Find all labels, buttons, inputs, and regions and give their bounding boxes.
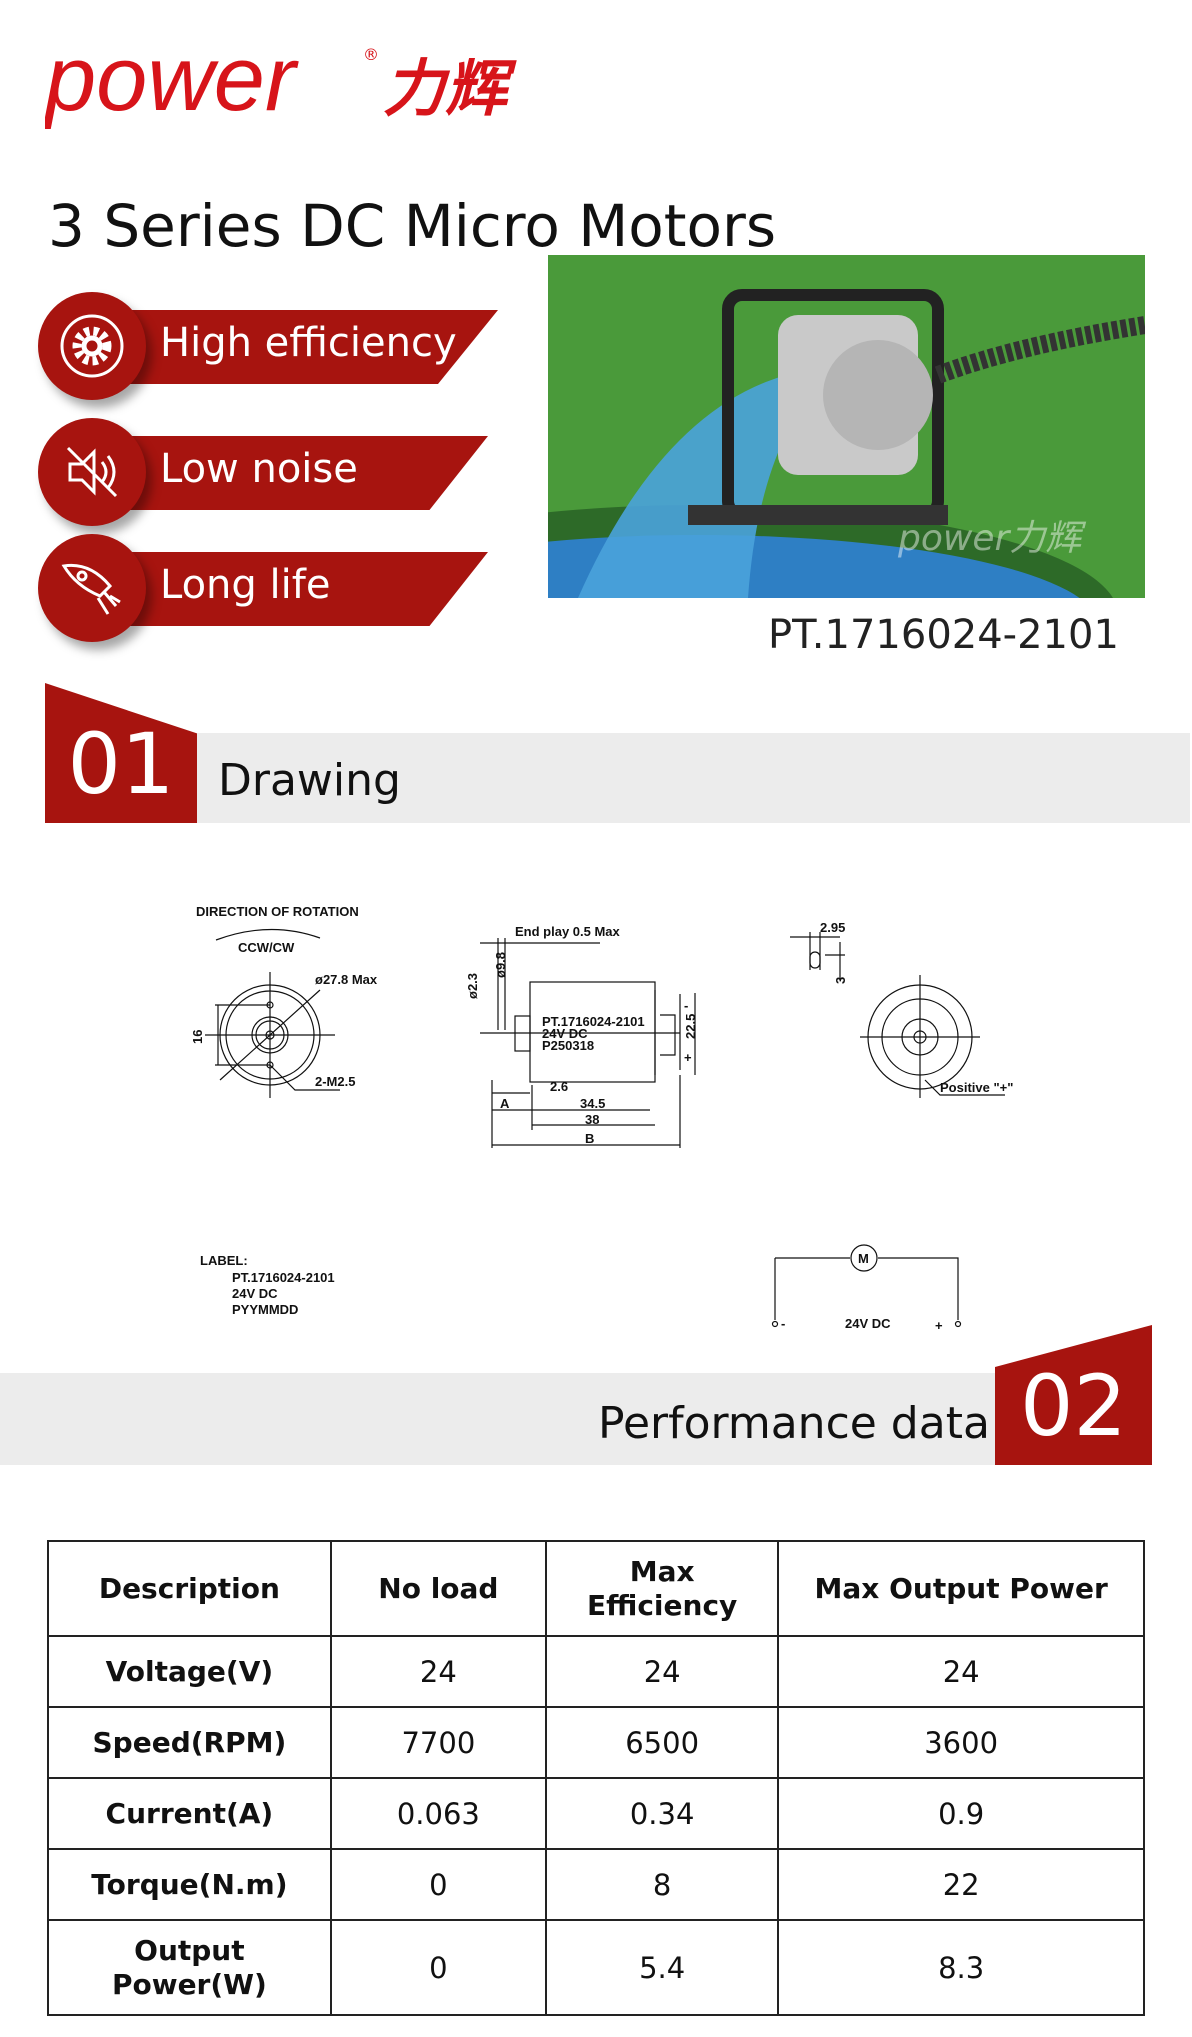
row-label: Current(A)	[47, 1777, 332, 1850]
label-spec: LABEL: PT.1716024-2101 24V DC PYYMMDD	[200, 1253, 335, 1317]
section-number: 01	[45, 683, 197, 823]
column-header: Description	[47, 1540, 332, 1637]
svg-text:2-M2.5: 2-M2.5	[315, 1074, 355, 1089]
brand-logo: power ® 力辉	[42, 28, 545, 148]
row-label: Voltage(V)	[47, 1635, 332, 1708]
svg-text:2.6: 2.6	[550, 1079, 568, 1094]
section-header-band	[197, 733, 1190, 823]
column-header: Max Efficiency	[544, 1540, 780, 1637]
table-cell: 24	[777, 1635, 1145, 1708]
table-cell: 8	[544, 1848, 780, 1921]
part-number: PT.1716024-2101	[768, 612, 1119, 658]
photo-watermark: power力辉	[897, 518, 1086, 559]
svg-text:-: -	[684, 998, 688, 1013]
svg-text:24V DC: 24V DC	[542, 1026, 588, 1041]
performance-table: Description No load Max Efficiency Max O…	[47, 1540, 1145, 2016]
svg-text:24V DC: 24V DC	[845, 1316, 891, 1331]
svg-text:ø9.8: ø9.8	[493, 952, 508, 978]
side-view: End play 0.5 Max ø2.3 ø9.8 PT.1716024-21…	[465, 924, 698, 1148]
svg-text:+: +	[684, 1050, 692, 1065]
svg-text:LABEL:: LABEL:	[200, 1253, 248, 1268]
svg-text:16: 16	[190, 1030, 205, 1044]
svg-text:24V DC: 24V DC	[232, 1286, 278, 1301]
table-cell: 0.9	[777, 1777, 1145, 1850]
row-label: Output Power(W)	[47, 1919, 332, 2016]
table-cell: 0.063	[329, 1777, 547, 1850]
svg-text:PT.1716024-2101: PT.1716024-2101	[542, 1014, 645, 1029]
svg-text:DIRECTION OF ROTATION: DIRECTION OF ROTATION	[196, 904, 359, 919]
svg-text:34.5: 34.5	[580, 1096, 605, 1111]
svg-text:PT.1716024-2101: PT.1716024-2101	[232, 1270, 335, 1285]
table-cell: 0.34	[544, 1777, 780, 1850]
technical-drawing: DIRECTION OF ROTATION CCW/CW 16 ø27.8 Ma…	[180, 880, 1080, 1340]
table-cell: 3600	[777, 1706, 1145, 1779]
table-cell: 6500	[544, 1706, 780, 1779]
feature-label: Long life	[160, 562, 331, 608]
table-cell: 5.4	[544, 1919, 780, 2016]
svg-text:+: +	[935, 1318, 943, 1333]
row-label: Speed(RPM)	[47, 1706, 332, 1779]
svg-text:CCW/CW: CCW/CW	[238, 940, 295, 955]
feature-low-noise: Low noise	[38, 418, 498, 526]
svg-text:ø27.8 Max: ø27.8 Max	[315, 972, 378, 987]
gear-icon	[38, 292, 146, 400]
svg-text:Positive "+": Positive "+"	[940, 1080, 1013, 1095]
svg-text:22.5: 22.5	[683, 1014, 698, 1039]
svg-text:3: 3	[833, 977, 848, 984]
column-header: Max Output Power	[777, 1540, 1145, 1637]
section-number: 02	[995, 1325, 1152, 1465]
logo-text: power	[45, 38, 299, 130]
logo-cn: 力辉	[383, 52, 517, 125]
svg-text:M: M	[858, 1251, 869, 1266]
svg-text:ø2.3: ø2.3	[465, 973, 480, 999]
feature-label: Low noise	[160, 446, 358, 492]
svg-text:-: -	[781, 1316, 785, 1331]
table-cell: 8.3	[777, 1919, 1145, 2016]
table-cell: 22	[777, 1848, 1145, 1921]
feature-label: High efficiency	[160, 320, 457, 366]
table-cell: 24	[544, 1635, 780, 1708]
page-title: 3 Series DC Micro Motors	[48, 192, 777, 260]
svg-text:2.95: 2.95	[820, 920, 845, 935]
front-view: DIRECTION OF ROTATION CCW/CW 16 ø27.8 Ma…	[190, 904, 378, 1098]
svg-text:End play 0.5 Max: End play 0.5 Max	[515, 924, 621, 939]
table-cell: 24	[329, 1635, 547, 1708]
row-label: Torque(N.m)	[47, 1848, 332, 1921]
feature-high-efficiency: High efficiency	[38, 292, 498, 400]
table-cell: 0	[329, 1919, 547, 2016]
section-title: Drawing	[218, 755, 401, 806]
registered-mark: ®	[363, 45, 379, 64]
circuit-diagram: M - 24V DC +	[771, 1244, 962, 1333]
end-view: 2.95 3 Positive "+"	[790, 920, 1013, 1098]
svg-text:38: 38	[585, 1112, 599, 1127]
svg-text:A: A	[500, 1096, 510, 1111]
section-title: Performance data	[598, 1398, 990, 1449]
feature-long-life: Long life	[38, 534, 498, 642]
table-cell: 0	[329, 1848, 547, 1921]
svg-text:PYYMMDD: PYYMMDD	[232, 1302, 298, 1317]
svg-text:B: B	[585, 1131, 594, 1146]
table-cell: 7700	[329, 1706, 547, 1779]
product-photo: power力辉	[548, 255, 1145, 598]
svg-text:P250318: P250318	[542, 1038, 594, 1053]
mute-speaker-icon	[38, 418, 146, 526]
section-header-band	[0, 1373, 995, 1465]
column-header: No load	[329, 1540, 547, 1637]
rocket-icon	[38, 534, 146, 642]
table-header-row: Description No load Max Efficiency Max O…	[47, 1540, 1145, 1637]
